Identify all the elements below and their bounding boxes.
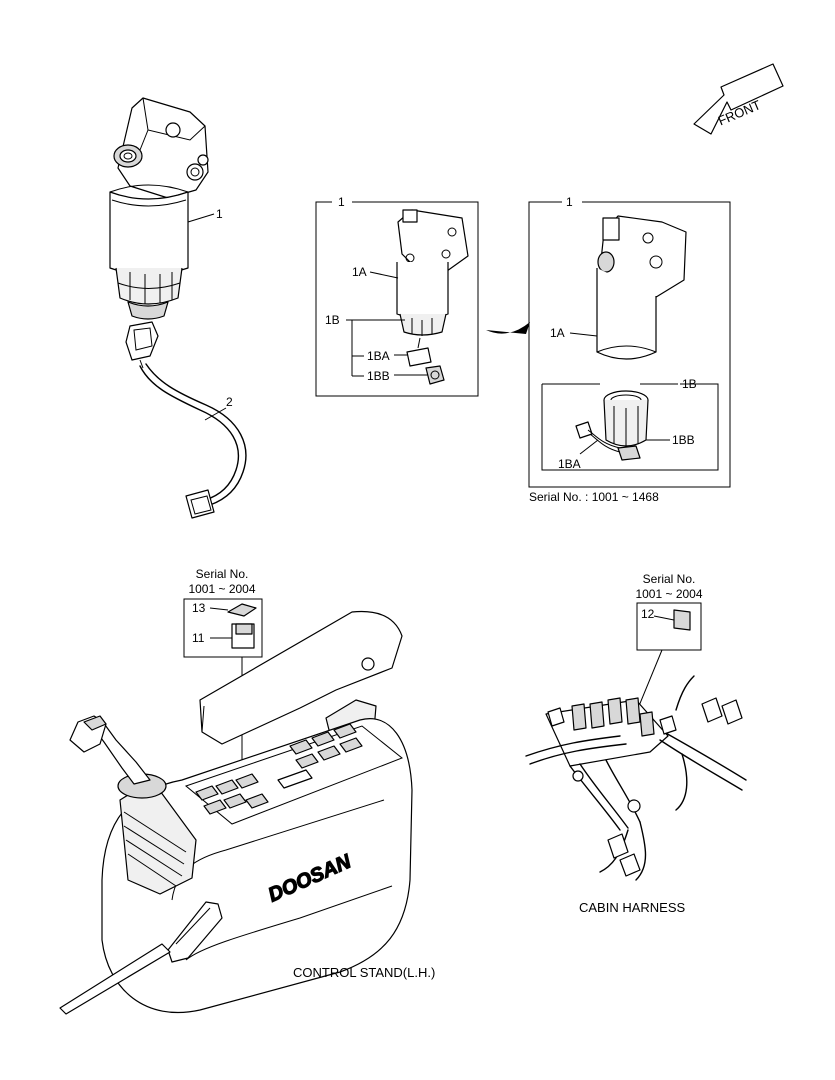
callout-2: 2 [226, 395, 233, 409]
callout-12: 12 [641, 607, 655, 621]
inset-small: 1 [315, 195, 479, 397]
callout-13: 13 [192, 601, 206, 615]
callout-1ba-large: 1BA [558, 457, 581, 471]
front-direction-arrow: FRONT [693, 63, 784, 135]
cabin-harness-serial-range: 1001 ~ 2004 [635, 587, 702, 601]
cabin-harness-detail-box [633, 602, 702, 719]
callout-1bb-large: 1BB [672, 433, 695, 447]
callout-11: 11 [192, 631, 205, 645]
control-stand-detail-box [183, 598, 263, 818]
callout-1ba-small: 1BA [367, 349, 390, 363]
callout-1b-small: 1B [325, 313, 340, 327]
control-stand-serial-heading: Serial No. [196, 567, 249, 581]
cabin-harness-caption: CABIN HARNESS [579, 900, 686, 915]
callout-1: 1 [216, 207, 223, 221]
callout-1a-small: 1A [352, 265, 367, 279]
cabin-harness-serial-heading: Serial No. [643, 572, 696, 586]
callout-leader-2 [204, 407, 227, 421]
control-stand-illustration [59, 610, 413, 1015]
inset-large-title: 1 [566, 195, 573, 209]
transition-arrow [486, 322, 530, 334]
fuel-filter-assembly [109, 97, 247, 519]
control-stand-serial-range: 1001 ~ 2004 [188, 582, 255, 596]
callout-1a-large: 1A [550, 326, 565, 340]
control-stand-caption: CONTROL STAND(L.H.) [293, 965, 435, 980]
inset-small-title: 1 [338, 195, 345, 209]
callout-leader-1 [187, 213, 215, 223]
callout-1bb-small: 1BB [367, 369, 390, 383]
cabin-harness-illustration [525, 675, 747, 881]
inset-large: 1 [528, 195, 731, 488]
serial-note-large: Serial No. : 1001 ~ 1468 [529, 490, 659, 504]
callout-1b-large: 1B [682, 377, 697, 391]
